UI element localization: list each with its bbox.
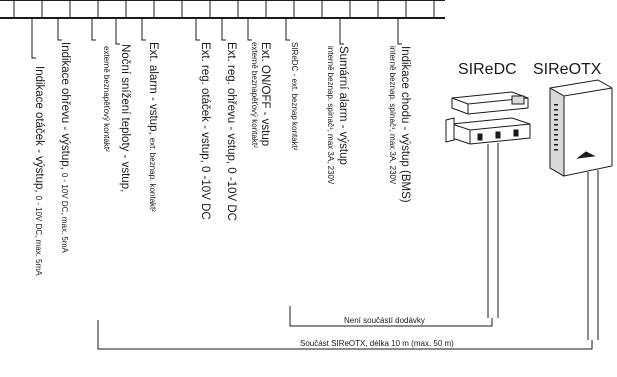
label-ext-kontakt-2: externě beznapěťový kontakt² <box>250 42 259 148</box>
sireotx-title: SIReOTX <box>533 61 602 78</box>
terminal-block <box>0 0 445 19</box>
sireotx-device <box>549 79 613 177</box>
siredc-cable <box>487 143 499 318</box>
siredc-device <box>445 91 531 145</box>
sireotx-cable <box>587 170 599 340</box>
label-ext-reg-ohrevu: Ext. reg. ohřevu - vstup, 0 -10V DC <box>225 42 237 221</box>
label-nocni-snizeni: Noční snížení teploty - vstup, <box>119 44 131 192</box>
not-included-note: Není součástí dodávky <box>344 316 425 325</box>
label-sumarni-alarm: Sumární alarm - výstup <box>337 46 349 165</box>
scope-brackets <box>97 306 593 350</box>
label-ext-alarm: Ext. alarm - vstup,ext. beznap. kontakt² <box>147 42 159 212</box>
label-ext-reg-otacek: Ext. reg. otáček - vstup, 0 -10V DC <box>199 42 211 220</box>
label-indikace-ohrevu: Indikace ohřevu - výstup,0 - 10V DC, max… <box>59 42 71 254</box>
siredc-title: SIReDC <box>458 61 517 78</box>
label-ext-kontakt-1: externě beznapěťový kontakt² <box>102 46 111 152</box>
terminal-wires <box>31 18 402 59</box>
label-indikace-chodu-sub: interně beznap. spínač¹, max 3A, 230V <box>388 46 397 185</box>
label-sumarni-alarm-sub: interně beznap. spínač¹, max 3A, 230V <box>326 46 335 185</box>
label-indikace-otacek: Indikace otáček - výstup,0 - 10V DC, max… <box>33 66 45 276</box>
label-indikace-chodu: Indikace chodu - výstup (BMS) <box>399 46 411 203</box>
label-ext-onoff: Ext. ON/OFF - vstup <box>259 42 271 146</box>
included-note: Součást SIReOTX, délka 10 m (max. 50 m) <box>300 339 454 348</box>
label-siredc-kontakt: SIReDC - ext. beznap kontakt² <box>290 42 299 151</box>
